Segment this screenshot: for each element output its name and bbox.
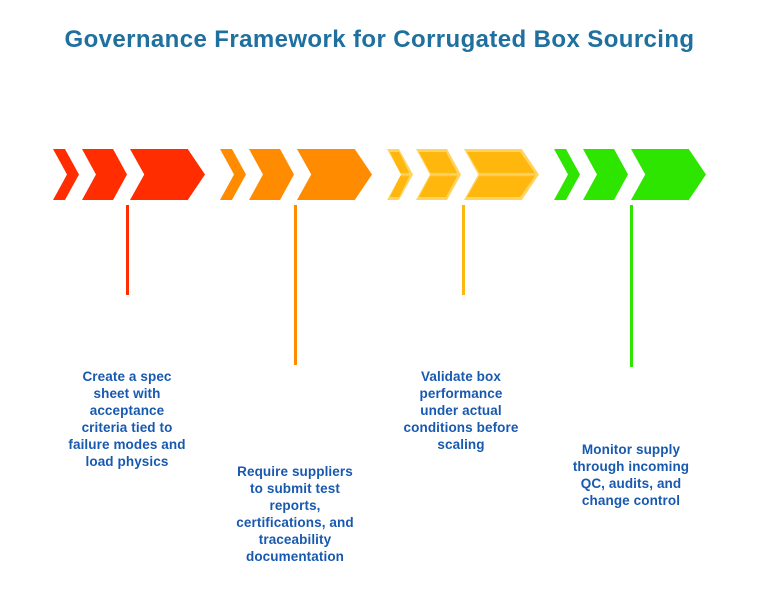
chevron-medium [583, 149, 628, 200]
chevron-small [387, 149, 413, 200]
step-2-arrows [220, 149, 372, 200]
chevron-fill [390, 152, 410, 197]
step-4-arrows [554, 149, 706, 200]
chevron-fill [252, 152, 291, 197]
arrow-large [297, 149, 372, 200]
arrow-large [631, 149, 706, 200]
step-3-connector-line [462, 205, 465, 295]
arrow-large [464, 149, 539, 200]
chevron-fill [223, 152, 243, 197]
step-3-arrows [387, 149, 539, 200]
step-1-connector-line [126, 205, 129, 295]
chevron-fill [419, 152, 458, 197]
arrow-fill [634, 152, 703, 197]
chevron-fill [557, 152, 577, 197]
chevron-small [220, 149, 246, 200]
chevron-fill [56, 152, 76, 197]
step-2-connector-line [294, 205, 297, 365]
arrow-fill [300, 152, 369, 197]
arrow-fill [133, 152, 202, 197]
arrow-large [130, 149, 205, 200]
diagram-title: Governance Framework for Corrugated Box … [64, 26, 695, 53]
chevron-fill [586, 152, 625, 197]
step-1-arrows [53, 149, 205, 200]
step-4-connector-line [630, 205, 633, 367]
chevron-medium [249, 149, 294, 200]
chevron-medium [416, 149, 461, 200]
chevron-small [53, 149, 79, 200]
chevron-medium [82, 149, 127, 200]
chevron-small [554, 149, 580, 200]
arrow-fill [467, 152, 536, 197]
chevron-fill [85, 152, 124, 197]
